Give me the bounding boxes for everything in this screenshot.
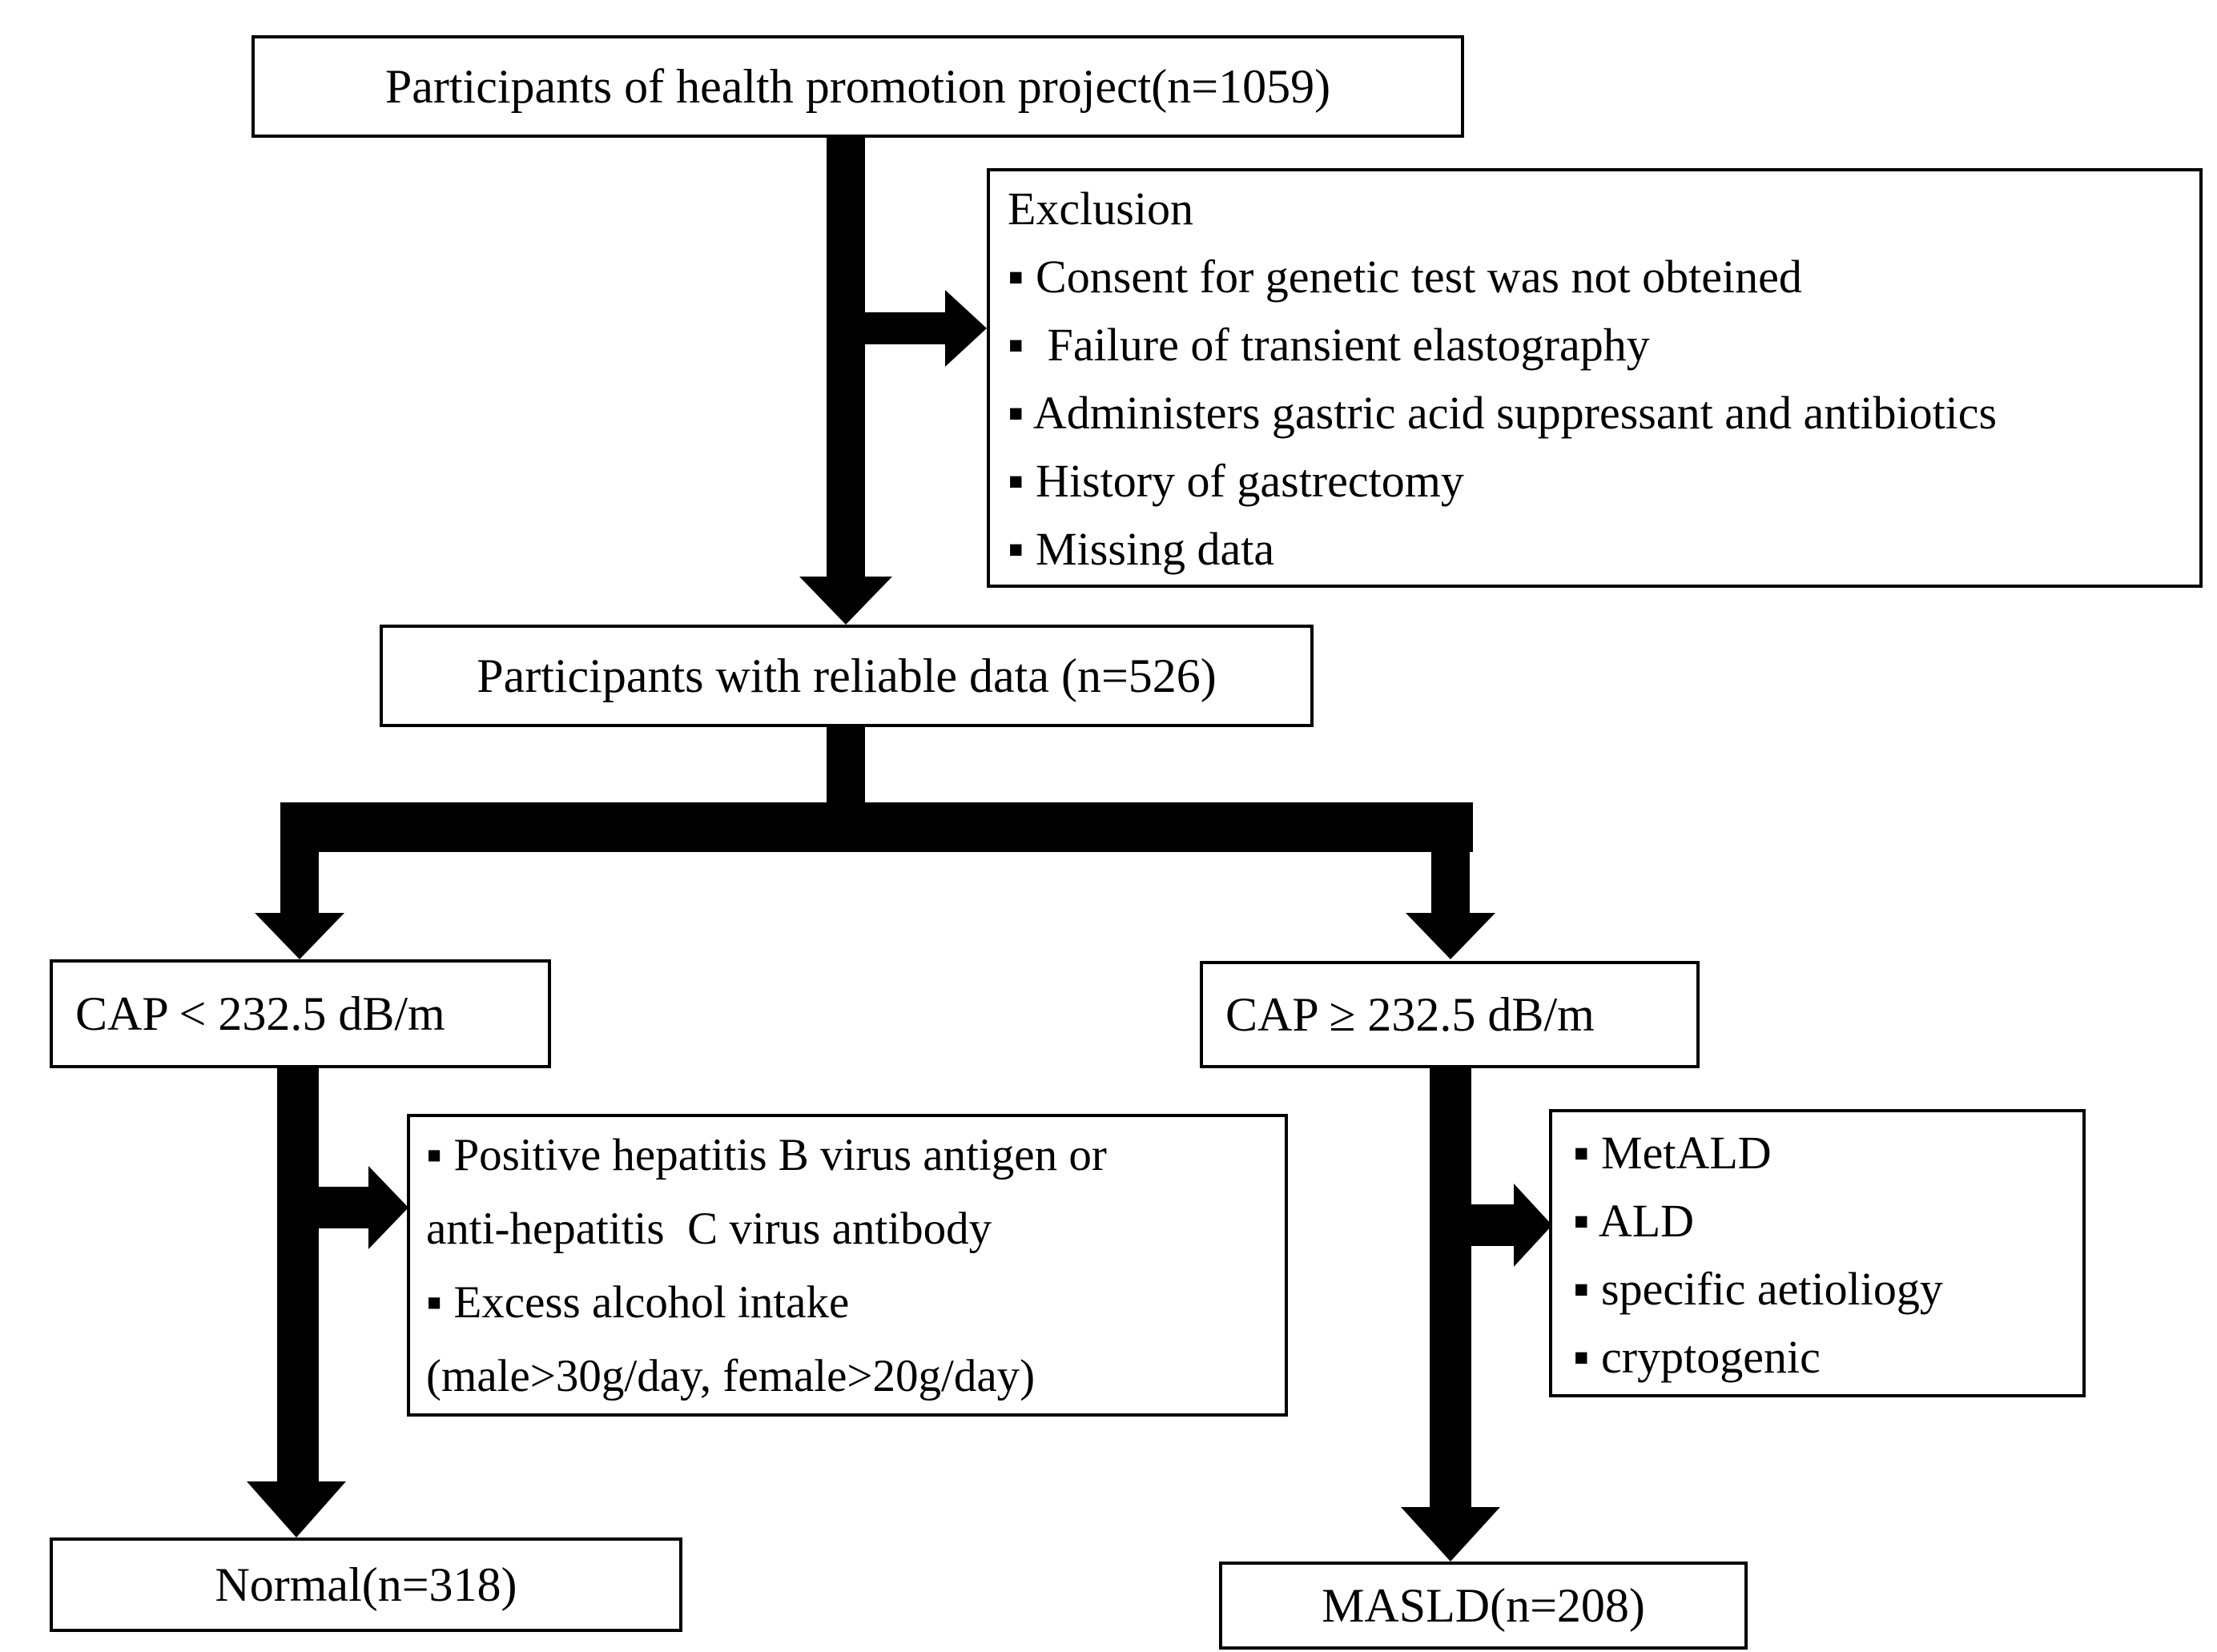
masld-subtype-item: ▪ cryptogenic bbox=[1573, 1331, 1821, 1383]
arrow-split-to-caplow-head bbox=[255, 913, 344, 959]
arrow-branch-caplow-exclusion-head bbox=[368, 1166, 408, 1249]
arrow-branch-subtypes-head bbox=[1514, 1184, 1552, 1267]
arrow-split-to-caphigh-head bbox=[1406, 913, 1495, 959]
masld-subtype-item: ▪ MetALD bbox=[1573, 1127, 1772, 1179]
arrow-split-to-caplow-shaft bbox=[280, 852, 319, 914]
exclusion-item: ▪ Failure of transient elastography bbox=[1008, 319, 1650, 371]
cap-low-exclusion-line: ▪ Positive hepatitis B virus antigen or bbox=[426, 1130, 1107, 1180]
node-cap-low-exclusion: ▪ Positive hepatitis B virus antigen or … bbox=[407, 1114, 1288, 1417]
arrow-caphigh-to-masld-head bbox=[1401, 1507, 1500, 1562]
cap-low-exclusion-line: anti-hepatitis C virus antibody bbox=[426, 1204, 992, 1254]
arrow-reliable-stub bbox=[827, 726, 865, 804]
node-masld-label: MASLD(n=208) bbox=[1322, 1579, 1645, 1632]
node-masld-subtypes: ▪ MetALD ▪ ALD ▪ specific aetioliogy ▪ c… bbox=[1549, 1109, 2086, 1397]
arrow-top-to-reliable-head bbox=[799, 577, 892, 625]
split-horizontal-bar bbox=[280, 802, 1473, 852]
node-normal: Normal(n=318) bbox=[50, 1537, 682, 1632]
cap-low-exclusion-line: ▪ Excess alcohol intake bbox=[426, 1277, 850, 1328]
arrow-branch-exclusion-head bbox=[945, 290, 987, 367]
exclusion-item: ▪ Missing data bbox=[1008, 523, 1275, 575]
node-normal-label: Normal(n=318) bbox=[215, 1558, 517, 1611]
arrow-branch-subtypes-shaft bbox=[1471, 1204, 1514, 1246]
arrow-split-to-caphigh-shaft bbox=[1431, 852, 1470, 914]
exclusion-item: ▪ History of gastrectomy bbox=[1008, 455, 1464, 507]
masld-subtype-item: ▪ ALD bbox=[1573, 1195, 1695, 1247]
arrow-top-to-reliable-shaft bbox=[827, 136, 865, 577]
node-cap-low-label: CAP < 232.5 dB/m bbox=[75, 987, 445, 1040]
node-top-participants-label: Participants of health promotion project… bbox=[384, 60, 1331, 113]
node-exclusion: Exclusion ▪ Consent for genetic test was… bbox=[987, 168, 2203, 588]
exclusion-item: ▪ Administers gastric acid suppressant a… bbox=[1008, 387, 1998, 439]
node-reliable-data: Participants with reliable data (n=526) bbox=[380, 625, 1314, 727]
node-masld: MASLD(n=208) bbox=[1219, 1562, 1748, 1650]
node-cap-low: CAP < 232.5 dB/m bbox=[50, 959, 551, 1068]
arrow-branch-exclusion-shaft bbox=[865, 312, 945, 344]
exclusion-item: ▪ Consent for genetic test was not obtei… bbox=[1008, 251, 1802, 303]
arrow-caplow-to-normal-shaft bbox=[277, 1065, 319, 1481]
cap-low-exclusion-line: (male>30g/day, female>20g/day) bbox=[426, 1351, 1036, 1401]
node-cap-high: CAP ≥ 232.5 dB/m bbox=[1200, 961, 1700, 1068]
exclusion-title: Exclusion bbox=[1008, 183, 1193, 235]
masld-subtype-item: ▪ specific aetioliogy bbox=[1573, 1263, 1943, 1315]
node-top-participants: Participants of health promotion project… bbox=[251, 35, 1464, 138]
arrow-branch-caplow-exclusion-shaft bbox=[319, 1187, 368, 1228]
arrow-caplow-to-normal-head bbox=[247, 1481, 346, 1537]
node-reliable-data-label: Participants with reliable data (n=526) bbox=[477, 649, 1217, 702]
arrow-caphigh-to-masld-shaft bbox=[1430, 1065, 1471, 1507]
node-cap-high-label: CAP ≥ 232.5 dB/m bbox=[1225, 988, 1595, 1041]
